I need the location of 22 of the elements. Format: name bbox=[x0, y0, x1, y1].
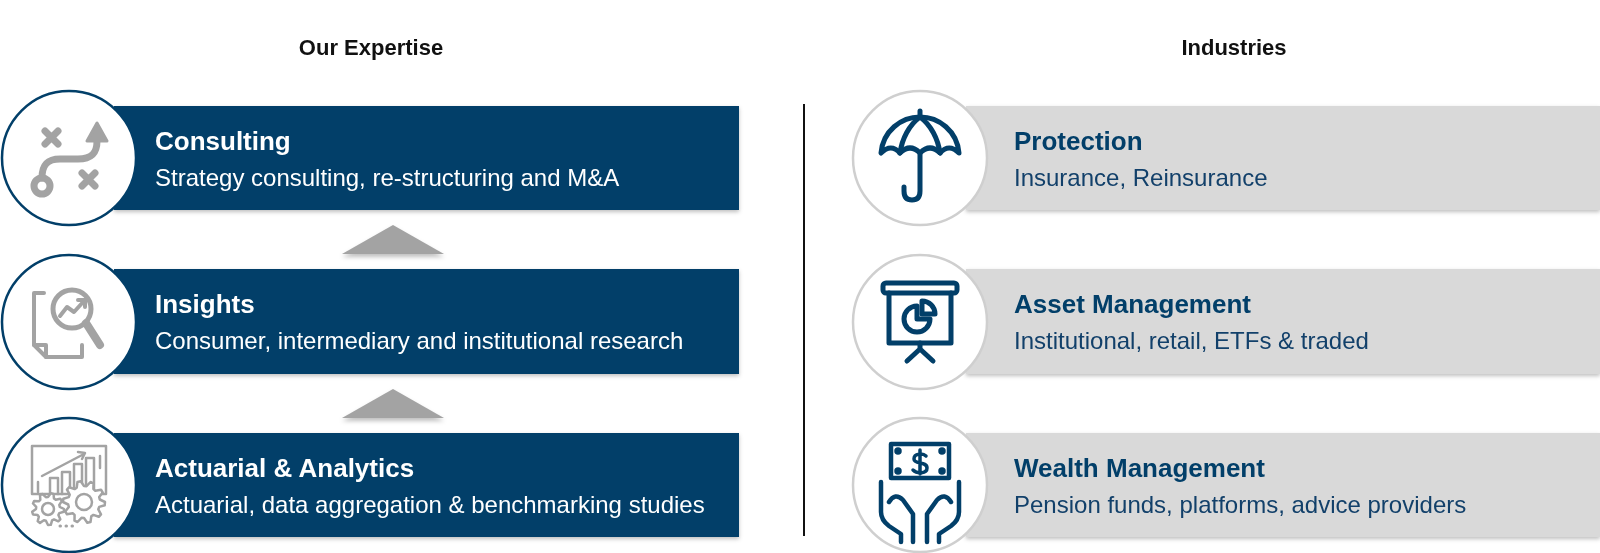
banner-title: Protection bbox=[1014, 126, 1143, 156]
expertise-banner bbox=[114, 269, 739, 374]
arrow-triangle bbox=[342, 225, 444, 254]
arrow-triangle bbox=[342, 389, 444, 418]
industry-banner bbox=[966, 433, 1600, 537]
expertise-banner bbox=[114, 106, 739, 210]
banner-title: Insights bbox=[155, 289, 255, 319]
banner-description: Actuarial, data aggregation & benchmarking studies bbox=[155, 491, 705, 519]
column-heading: Our Expertise bbox=[298, 34, 444, 62]
banner-title: Actuarial & Analytics bbox=[155, 453, 415, 483]
industry-banner bbox=[966, 269, 1600, 374]
banner-description: Consumer, intermediary and institutional research bbox=[155, 327, 684, 355]
banner-description: Strategy consulting, re-structuring and M&A bbox=[155, 164, 620, 192]
banner-description: Institutional, retail, ETFs & traded bbox=[1014, 327, 1369, 355]
banner-description: Pension funds, platforms, advice providers bbox=[1014, 491, 1467, 519]
column-heading: Industries bbox=[1181, 34, 1287, 62]
expertise-banner bbox=[114, 433, 739, 537]
banner-title: Wealth Management bbox=[1014, 453, 1265, 483]
banner-description: Insurance, Reinsurance bbox=[1014, 164, 1268, 192]
industry-banner bbox=[966, 106, 1600, 210]
banner-title: Consulting bbox=[155, 126, 291, 156]
banner-title: Asset Management bbox=[1014, 289, 1251, 319]
